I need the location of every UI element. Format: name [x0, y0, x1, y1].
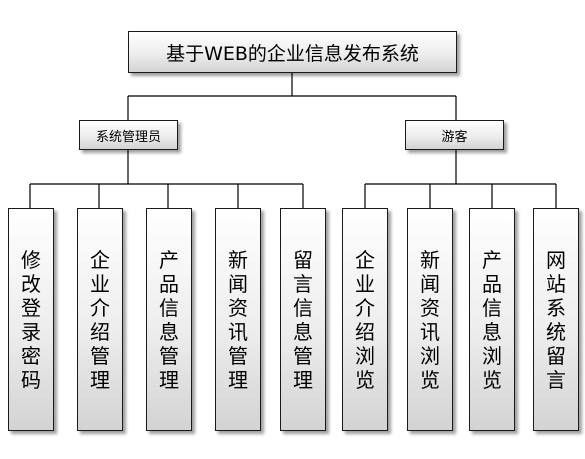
- module-product-info-manage: 产品信息管理: [146, 208, 192, 431]
- module-label: 新闻资讯管理: [228, 247, 248, 392]
- module-label: 新闻资讯浏览: [420, 247, 440, 392]
- role-node-guest: 游客: [405, 120, 504, 150]
- module-site-message: 网站系统留言: [533, 208, 579, 431]
- module-news-manage: 新闻资讯管理: [215, 208, 261, 431]
- module-label: 网站系统留言: [546, 247, 566, 392]
- module-label: 企业介绍管理: [90, 247, 110, 392]
- module-label: 修改登录密码: [21, 247, 41, 392]
- module-company-intro-browse: 企业介绍浏览: [342, 208, 388, 431]
- module-label: 企业介绍浏览: [355, 247, 375, 392]
- role-node-admin-label: 系统管理员: [95, 129, 161, 145]
- module-label: 产品信息管理: [159, 247, 179, 392]
- module-product-info-browse: 产品信息浏览: [469, 208, 515, 431]
- role-node-guest-label: 游客: [441, 129, 468, 145]
- root-node-label: 基于WEB的企业信息发布系统: [166, 42, 419, 65]
- module-label: 留言信息管理: [293, 247, 313, 392]
- module-message-manage: 留言信息管理: [280, 208, 326, 431]
- module-company-intro-manage: 企业介绍管理: [77, 208, 123, 431]
- module-change-password: 修改登录密码: [8, 208, 54, 431]
- root-node: 基于WEB的企业信息发布系统: [128, 31, 457, 73]
- module-label: 产品信息浏览: [482, 247, 502, 392]
- role-node-admin: 系统管理员: [79, 120, 178, 150]
- module-news-browse: 新闻资讯浏览: [407, 208, 453, 431]
